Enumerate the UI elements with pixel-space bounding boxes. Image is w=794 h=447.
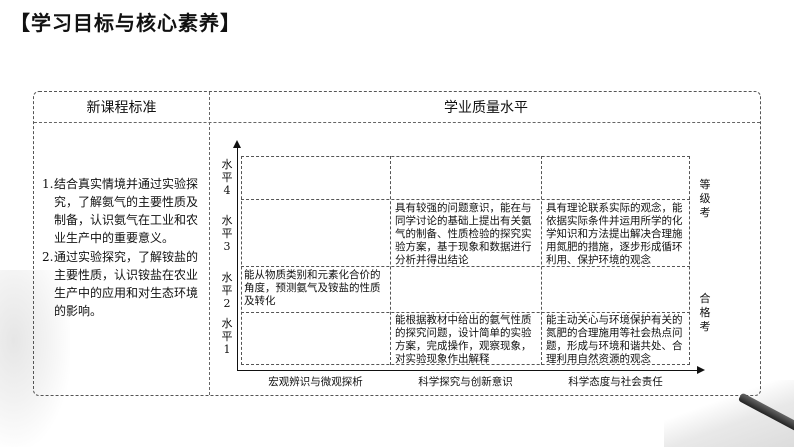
page-title: 【学习目标与核心素养】 — [10, 11, 241, 35]
standard-number: 1. — [42, 177, 54, 191]
x-axis-arrow-icon — [697, 366, 705, 374]
level-3-inquiry-cell: 具有较强的问题意识，能在与同学讨论的基础上提出有关氨气的制备、性质检验的探究实验… — [395, 202, 532, 266]
list-item: 1. 结合真实情境并通过实验探究，了解氨气的主要性质及制备，认识氨气在工业和农业… — [42, 175, 202, 247]
level-3-attitude-cell: 具有理论联系实际的观念，能依据实际条件并运用所学的化学知识和方法提出解决合理施用… — [546, 202, 683, 266]
list-item: 2. 通过实验探究，了解铵盐的主要性质，认识铵盐在农业生产中的应用和对生态环境的… — [42, 248, 202, 320]
standard-text: 通过实验探究，了解铵盐的主要性质，认识铵盐在农业生产中的应用和对生态环境的影响。 — [54, 250, 199, 318]
grid-column-divider — [541, 156, 542, 365]
standard-text: 结合真实情境并通过实验探究，了解氨气的主要性质及制备，认识氨气在工业和农业生产中… — [54, 177, 199, 245]
grid-row-divider — [241, 266, 690, 267]
side-label-pass-exam: 合格考 — [699, 292, 711, 333]
header-curriculum-standard: 新课程标准 — [86, 100, 157, 116]
level-2-macro-micro-cell: 能从物质类别和元素化合价的角度，预测氨气及铵盐的性质及转化 — [244, 269, 381, 307]
level-1-label: 水平1 — [221, 317, 233, 356]
standards-table: 新课程标准 学业质量水平 1. 结合真实情境并通过实验探究，了解氨气的主要性质及… — [33, 91, 761, 396]
level-1-attitude-cell: 能主动关心与环境保护有关的氮肥的合理施用等社会热点问题，形成与环境和谐共处、合理… — [546, 314, 683, 365]
x-axis-label: 科学态度与社会责任 — [568, 376, 663, 388]
side-label-grade-exam: 等级考 — [699, 178, 711, 219]
standards-list: 1. 结合真实情境并通过实验探究，了解氨气的主要性质及制备，认识氨气在工业和农业… — [42, 175, 202, 321]
level-2-label: 水平2 — [221, 271, 233, 310]
grid-row-divider — [241, 199, 690, 200]
level-1-inquiry-cell: 能根据教材中给出的氨气性质的探究问题，设计简单的实验方案，完成操作，观察现象，对… — [395, 314, 532, 365]
y-axis — [237, 145, 238, 371]
level-3-label: 水平3 — [221, 214, 233, 253]
x-axis — [237, 370, 698, 371]
grid-column-divider — [390, 156, 391, 365]
grid-row-divider — [241, 312, 690, 313]
level-4-label: 水平4 — [221, 158, 233, 197]
level-grid — [241, 156, 690, 365]
background-flower-decoration — [0, 270, 70, 447]
standard-number: 2. — [42, 250, 54, 264]
table-header-row — [34, 92, 760, 123]
x-axis-label: 科学探究与创新意识 — [418, 376, 513, 388]
x-axis-label: 宏观辨识与微观探析 — [268, 376, 363, 388]
table-column-divider — [209, 92, 210, 395]
header-quality-level: 学业质量水平 — [444, 100, 528, 116]
y-axis-arrow-icon — [233, 140, 241, 148]
